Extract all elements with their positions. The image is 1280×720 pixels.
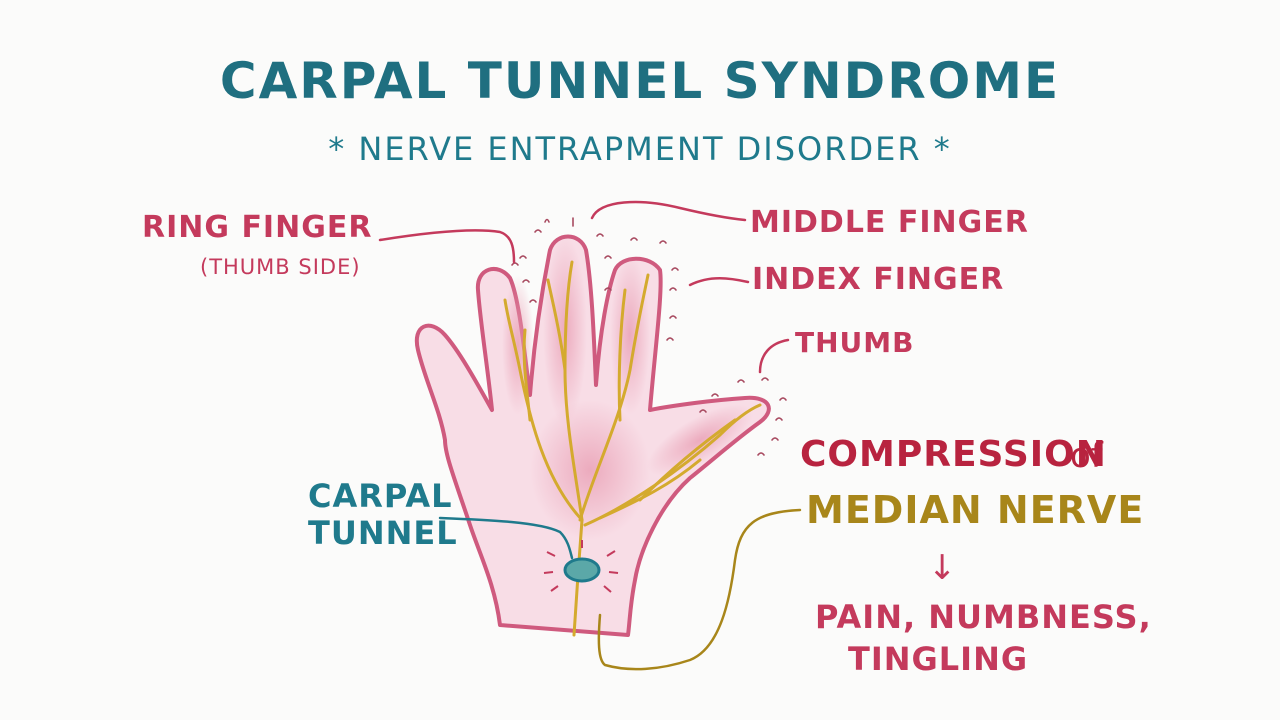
ring-finger-note: (thumb side) xyxy=(200,255,361,279)
compression-rays xyxy=(543,540,619,593)
middle-finger-label: Middle Finger xyxy=(750,205,1029,240)
carpal-tunnel-marker xyxy=(563,557,601,583)
middle-finger-leader xyxy=(590,200,747,222)
symptoms-line2: Tingling xyxy=(848,640,1029,678)
page-title: Carpal Tunnel Syndrome xyxy=(219,52,1061,110)
leader-lines xyxy=(378,200,802,671)
carpal-tunnel-label-line1: Carpal xyxy=(308,477,453,515)
compression-label: Compression xyxy=(800,434,1107,475)
carpal-tunnel-leader xyxy=(438,516,574,560)
glow-palm xyxy=(530,400,650,540)
thumb-label: Thumb xyxy=(795,326,915,359)
tingling-marks xyxy=(511,217,787,456)
index-finger-leader xyxy=(688,277,750,287)
compression-of-label: of xyxy=(1070,436,1103,476)
down-arrow-icon: ↓ xyxy=(928,548,957,588)
page-subtitle: * Nerve Entrapment Disorder * xyxy=(328,130,952,168)
glow-ring xyxy=(502,275,534,415)
median-nerve-label: Median Nerve xyxy=(806,488,1145,532)
glow-index xyxy=(610,255,650,415)
ring-finger-leader xyxy=(378,229,516,264)
thumb-leader xyxy=(758,338,790,374)
ring-finger-label: Ring Finger xyxy=(142,210,373,245)
index-finger-label: Index Finger xyxy=(752,262,1005,297)
glow-thumb xyxy=(646,404,754,476)
carpal-tunnel-label-line2: Tunnel xyxy=(308,514,458,552)
median-nerve-leader xyxy=(597,508,802,671)
symptoms-line1: Pain, Numbness, xyxy=(815,598,1152,636)
